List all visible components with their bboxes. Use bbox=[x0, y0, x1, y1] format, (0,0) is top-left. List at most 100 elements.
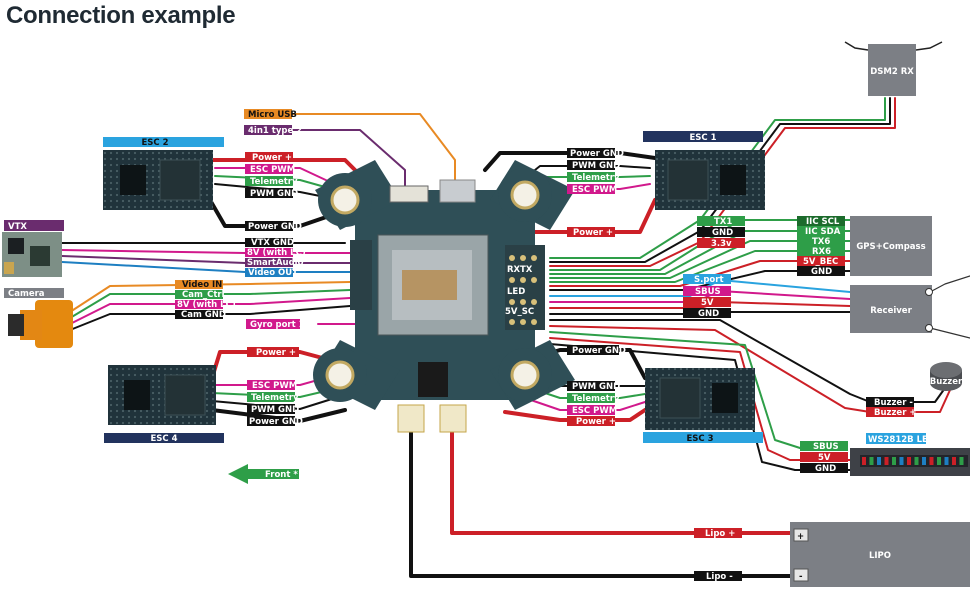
wire-buzzer-minus bbox=[549, 319, 946, 403]
wire-lipo-plus bbox=[450, 428, 802, 535]
wire-vtx-sa bbox=[61, 255, 351, 264]
front-arrow-icon bbox=[228, 464, 262, 484]
gps-bec-label: 5V_BEC bbox=[803, 257, 838, 267]
led-title: WS2812B LED bbox=[868, 435, 935, 445]
esc2-pwm-label: ESC PWM bbox=[250, 165, 295, 175]
esc3-pwm-label: ESC PWM bbox=[572, 406, 617, 416]
gps-tx6-label: TX6 bbox=[812, 237, 830, 247]
pad-label-rx: RX bbox=[507, 265, 521, 275]
esc4-powergnd-label: Power GND bbox=[249, 417, 303, 427]
esc3-telemetry-label: Telemetry bbox=[572, 394, 620, 404]
receiver-gnd-label: GND bbox=[698, 309, 719, 319]
esc1-title: ESC 1 bbox=[689, 133, 716, 143]
gps-title: GPS+Compass bbox=[856, 242, 925, 252]
camera-videoin-label: Video IN bbox=[182, 280, 222, 290]
esc4-pwm-label: ESC PWM bbox=[252, 381, 297, 391]
lipo-title: LIPO bbox=[869, 551, 891, 561]
gps-rx6-label: RX6 bbox=[812, 247, 831, 257]
vtx-power-label: 8V (with LC) bbox=[247, 248, 306, 258]
camera-gnd-label: Cam GND bbox=[181, 310, 226, 320]
esc2-title: ESC 2 bbox=[141, 138, 168, 148]
receiver-antenna-bottom bbox=[929, 327, 970, 339]
vtx-video-label: Video OUT bbox=[248, 268, 298, 278]
led-gnd-label: GND bbox=[815, 464, 836, 474]
gps-gnd-label: GND bbox=[811, 267, 832, 277]
gps-scl-label: IIC SCL bbox=[806, 217, 840, 227]
dsm2-gnd-label: GND bbox=[712, 228, 733, 238]
esc3-pwmgnd-label: PWM GND bbox=[572, 382, 620, 392]
fc-4in1-connector bbox=[389, 185, 429, 203]
gps-device bbox=[850, 216, 932, 276]
led-dot bbox=[862, 457, 866, 465]
led-dot bbox=[944, 457, 949, 465]
receiver-device bbox=[850, 285, 932, 333]
micro-usb-label: Micro USB bbox=[248, 110, 297, 120]
buzzer-minus-label: Buzzer - bbox=[874, 398, 913, 408]
esc1-board bbox=[655, 150, 765, 210]
dsm2-tx1-label: TX1 bbox=[714, 217, 732, 227]
receiver-sbus-label: SBUS bbox=[695, 287, 721, 297]
esc4-telemetry-label: Telemetry bbox=[251, 393, 299, 403]
led-dot bbox=[899, 457, 904, 465]
gps-sda-label: IIC SDA bbox=[805, 227, 841, 237]
wire-led-sbus bbox=[549, 331, 801, 449]
led-dot bbox=[952, 457, 956, 465]
led-5v-label: 5V bbox=[818, 453, 831, 463]
led-dot bbox=[929, 457, 934, 465]
dsm2-33v-label: 3.3v bbox=[711, 239, 732, 249]
wire-esc2-tele bbox=[214, 175, 326, 188]
wire-esc2-pwm bbox=[214, 167, 331, 183]
dsm2-title: DSM2 RX bbox=[870, 67, 914, 77]
esc2-board bbox=[103, 150, 213, 210]
wire-buzzer-plus bbox=[549, 325, 951, 413]
receiver-title: Receiver bbox=[870, 306, 912, 316]
fc-mosfet bbox=[418, 362, 448, 397]
esc1-telemetry-label: Telemetry bbox=[572, 173, 620, 183]
camera-title: Camera bbox=[8, 289, 45, 299]
wire-usb bbox=[291, 113, 456, 191]
led-dot bbox=[884, 457, 889, 465]
pin-labels: ESC 2 ESC 1 ESC 4 ESC 3 VTX Camera Micro… bbox=[4, 67, 963, 582]
receiver-5v-label: 5V bbox=[701, 298, 714, 308]
wire-4in1 bbox=[291, 129, 406, 196]
wire-rx-sbus bbox=[549, 290, 851, 303]
esc3-powergnd-label: Power GND bbox=[572, 346, 626, 356]
page-title: Connection example bbox=[6, 2, 236, 29]
camera-ctrl-label: Cam_Ctrl bbox=[182, 290, 225, 300]
led-dot bbox=[877, 457, 881, 465]
fc-power-pad-plus bbox=[439, 404, 467, 433]
lipo-plus-sign: + bbox=[797, 532, 804, 542]
front-label: Front * bbox=[265, 470, 298, 480]
fc-usb-port bbox=[439, 179, 476, 203]
wire-esc2-pwmgnd bbox=[214, 183, 321, 197]
vtx-module bbox=[2, 232, 62, 277]
esc4-board bbox=[108, 365, 216, 425]
pad-label-tx: TX bbox=[520, 265, 533, 275]
esc4-power-label: Power + bbox=[256, 348, 296, 358]
esc4-title: ESC 4 bbox=[150, 434, 177, 444]
led-dot bbox=[937, 457, 941, 465]
wire-esc2-power bbox=[208, 158, 362, 177]
wire-esc4-powergnd bbox=[210, 408, 347, 423]
dsm2-device bbox=[844, 41, 943, 96]
lipo-minus-sign: - bbox=[799, 572, 803, 582]
led-dot bbox=[914, 457, 919, 465]
vtx-title: VTX bbox=[8, 222, 27, 232]
4in1-label: 4in1 type 2 bbox=[248, 126, 302, 136]
wire-vtx-power bbox=[61, 249, 351, 254]
esc-boards bbox=[103, 150, 765, 430]
lipo-minus-label: Lipo - bbox=[706, 572, 733, 582]
esc2-telemetry-label: Telemetry bbox=[250, 177, 298, 187]
gyro-label: Gyro port 1 bbox=[250, 320, 305, 330]
esc1-pwm-label: ESC PWM bbox=[572, 185, 617, 195]
camera-device bbox=[8, 300, 73, 348]
led-dot bbox=[892, 457, 896, 465]
receiver-sport-label: S.port bbox=[694, 275, 724, 285]
wire-esc4-pwmgnd bbox=[211, 397, 336, 410]
lipo-device bbox=[790, 522, 970, 587]
esc3-board bbox=[645, 368, 755, 430]
mount-hole-bl bbox=[325, 360, 355, 390]
camera-power-label: 8V (with LC) bbox=[177, 300, 236, 310]
